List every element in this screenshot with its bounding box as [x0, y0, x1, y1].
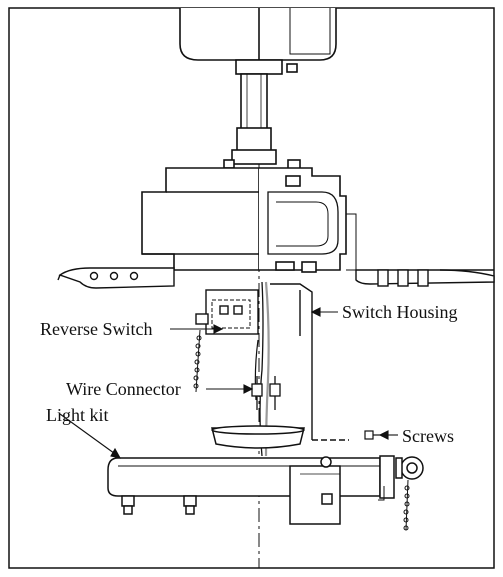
wire-connectors [251, 376, 281, 410]
blade-iron-right [355, 269, 495, 287]
blade-iron-left [57, 267, 175, 289]
reverse-switch-part [195, 289, 259, 335]
label-screws: Screws [402, 426, 454, 446]
leader-lines [59, 307, 398, 459]
pull-chain-right [378, 479, 410, 531]
motor-top-housing [179, 8, 337, 75]
switch-housing-part [270, 283, 349, 441]
label-reverse-switch: Reverse Switch [40, 319, 152, 339]
light-kit-part [107, 425, 424, 525]
label-switch-housing: Switch Housing [342, 302, 458, 322]
screw-part [364, 430, 380, 440]
downrod [223, 73, 301, 171]
motor-body [141, 167, 357, 273]
pull-chain-left [193, 329, 202, 393]
label-light-kit: Light kit [46, 405, 109, 425]
label-wire-connector: Wire Connector [66, 379, 181, 399]
